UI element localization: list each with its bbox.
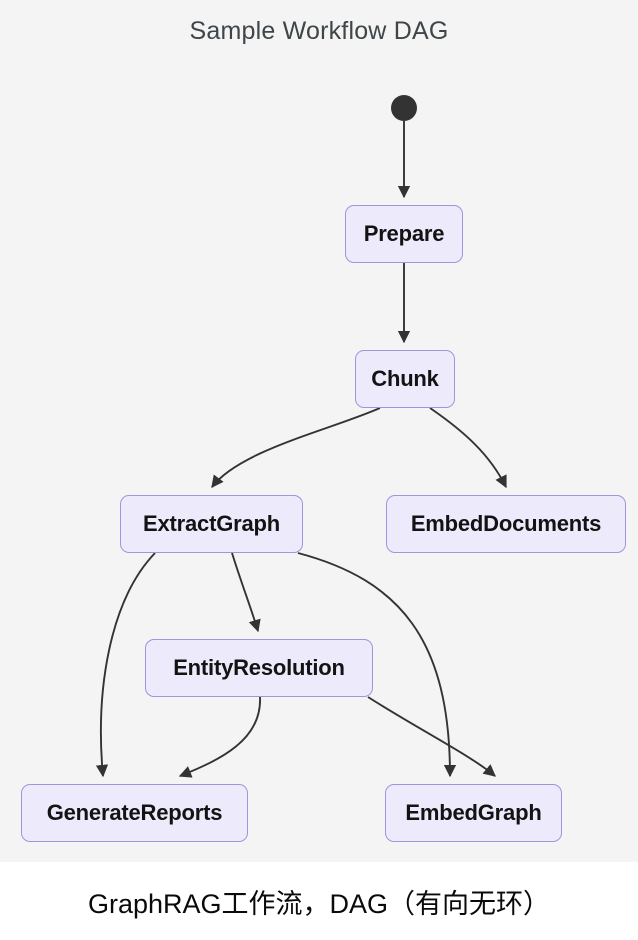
dag-node-label: Prepare — [363, 221, 445, 246]
dag-node-embeddocuments[interactable]: EmbedDocuments — [386, 495, 626, 553]
dag-edges-layer — [95, 95, 507, 778]
start-node-dot — [391, 95, 417, 121]
edges-group — [95, 121, 507, 778]
edge-chunk-to-extractgraph — [211, 407, 381, 488]
edge-extractgraph-to-entityresolution — [231, 552, 261, 633]
dag-node-extractgraph[interactable]: ExtractGraph — [120, 495, 303, 553]
dag-node-chunk[interactable]: Chunk — [355, 350, 455, 408]
dag-node-label: Chunk — [371, 366, 439, 391]
dag-node-label: EntityResolution — [173, 655, 345, 680]
dag-node-label: GenerateReports — [46, 800, 223, 825]
dag-node-label: EmbedGraph — [405, 800, 542, 825]
edge-extractgraph-to-generatereports — [95, 552, 156, 778]
figure-caption: GraphRAG工作流，DAG（有向无环） — [0, 862, 638, 940]
dag-node-prepare[interactable]: Prepare — [345, 205, 463, 263]
start-node-group — [391, 95, 417, 121]
edge-entityresolution-to-embedgraph — [367, 696, 496, 777]
dag-node-label: ExtractGraph — [143, 511, 280, 536]
dag-node-label: EmbedDocuments — [410, 511, 602, 536]
page-title: Sample Workflow DAG — [189, 17, 449, 45]
dag-node-embedgraph[interactable]: EmbedGraph — [385, 784, 562, 842]
edge-chunk-to-embeddocuments — [429, 407, 507, 489]
dag-node-entityresolution[interactable]: EntityResolution — [145, 639, 373, 697]
edge-extractgraph-to-embedgraph — [297, 552, 457, 778]
dag-node-generatereports[interactable]: GenerateReports — [21, 784, 248, 842]
edge-entityresolution-to-generatereports — [178, 696, 261, 778]
